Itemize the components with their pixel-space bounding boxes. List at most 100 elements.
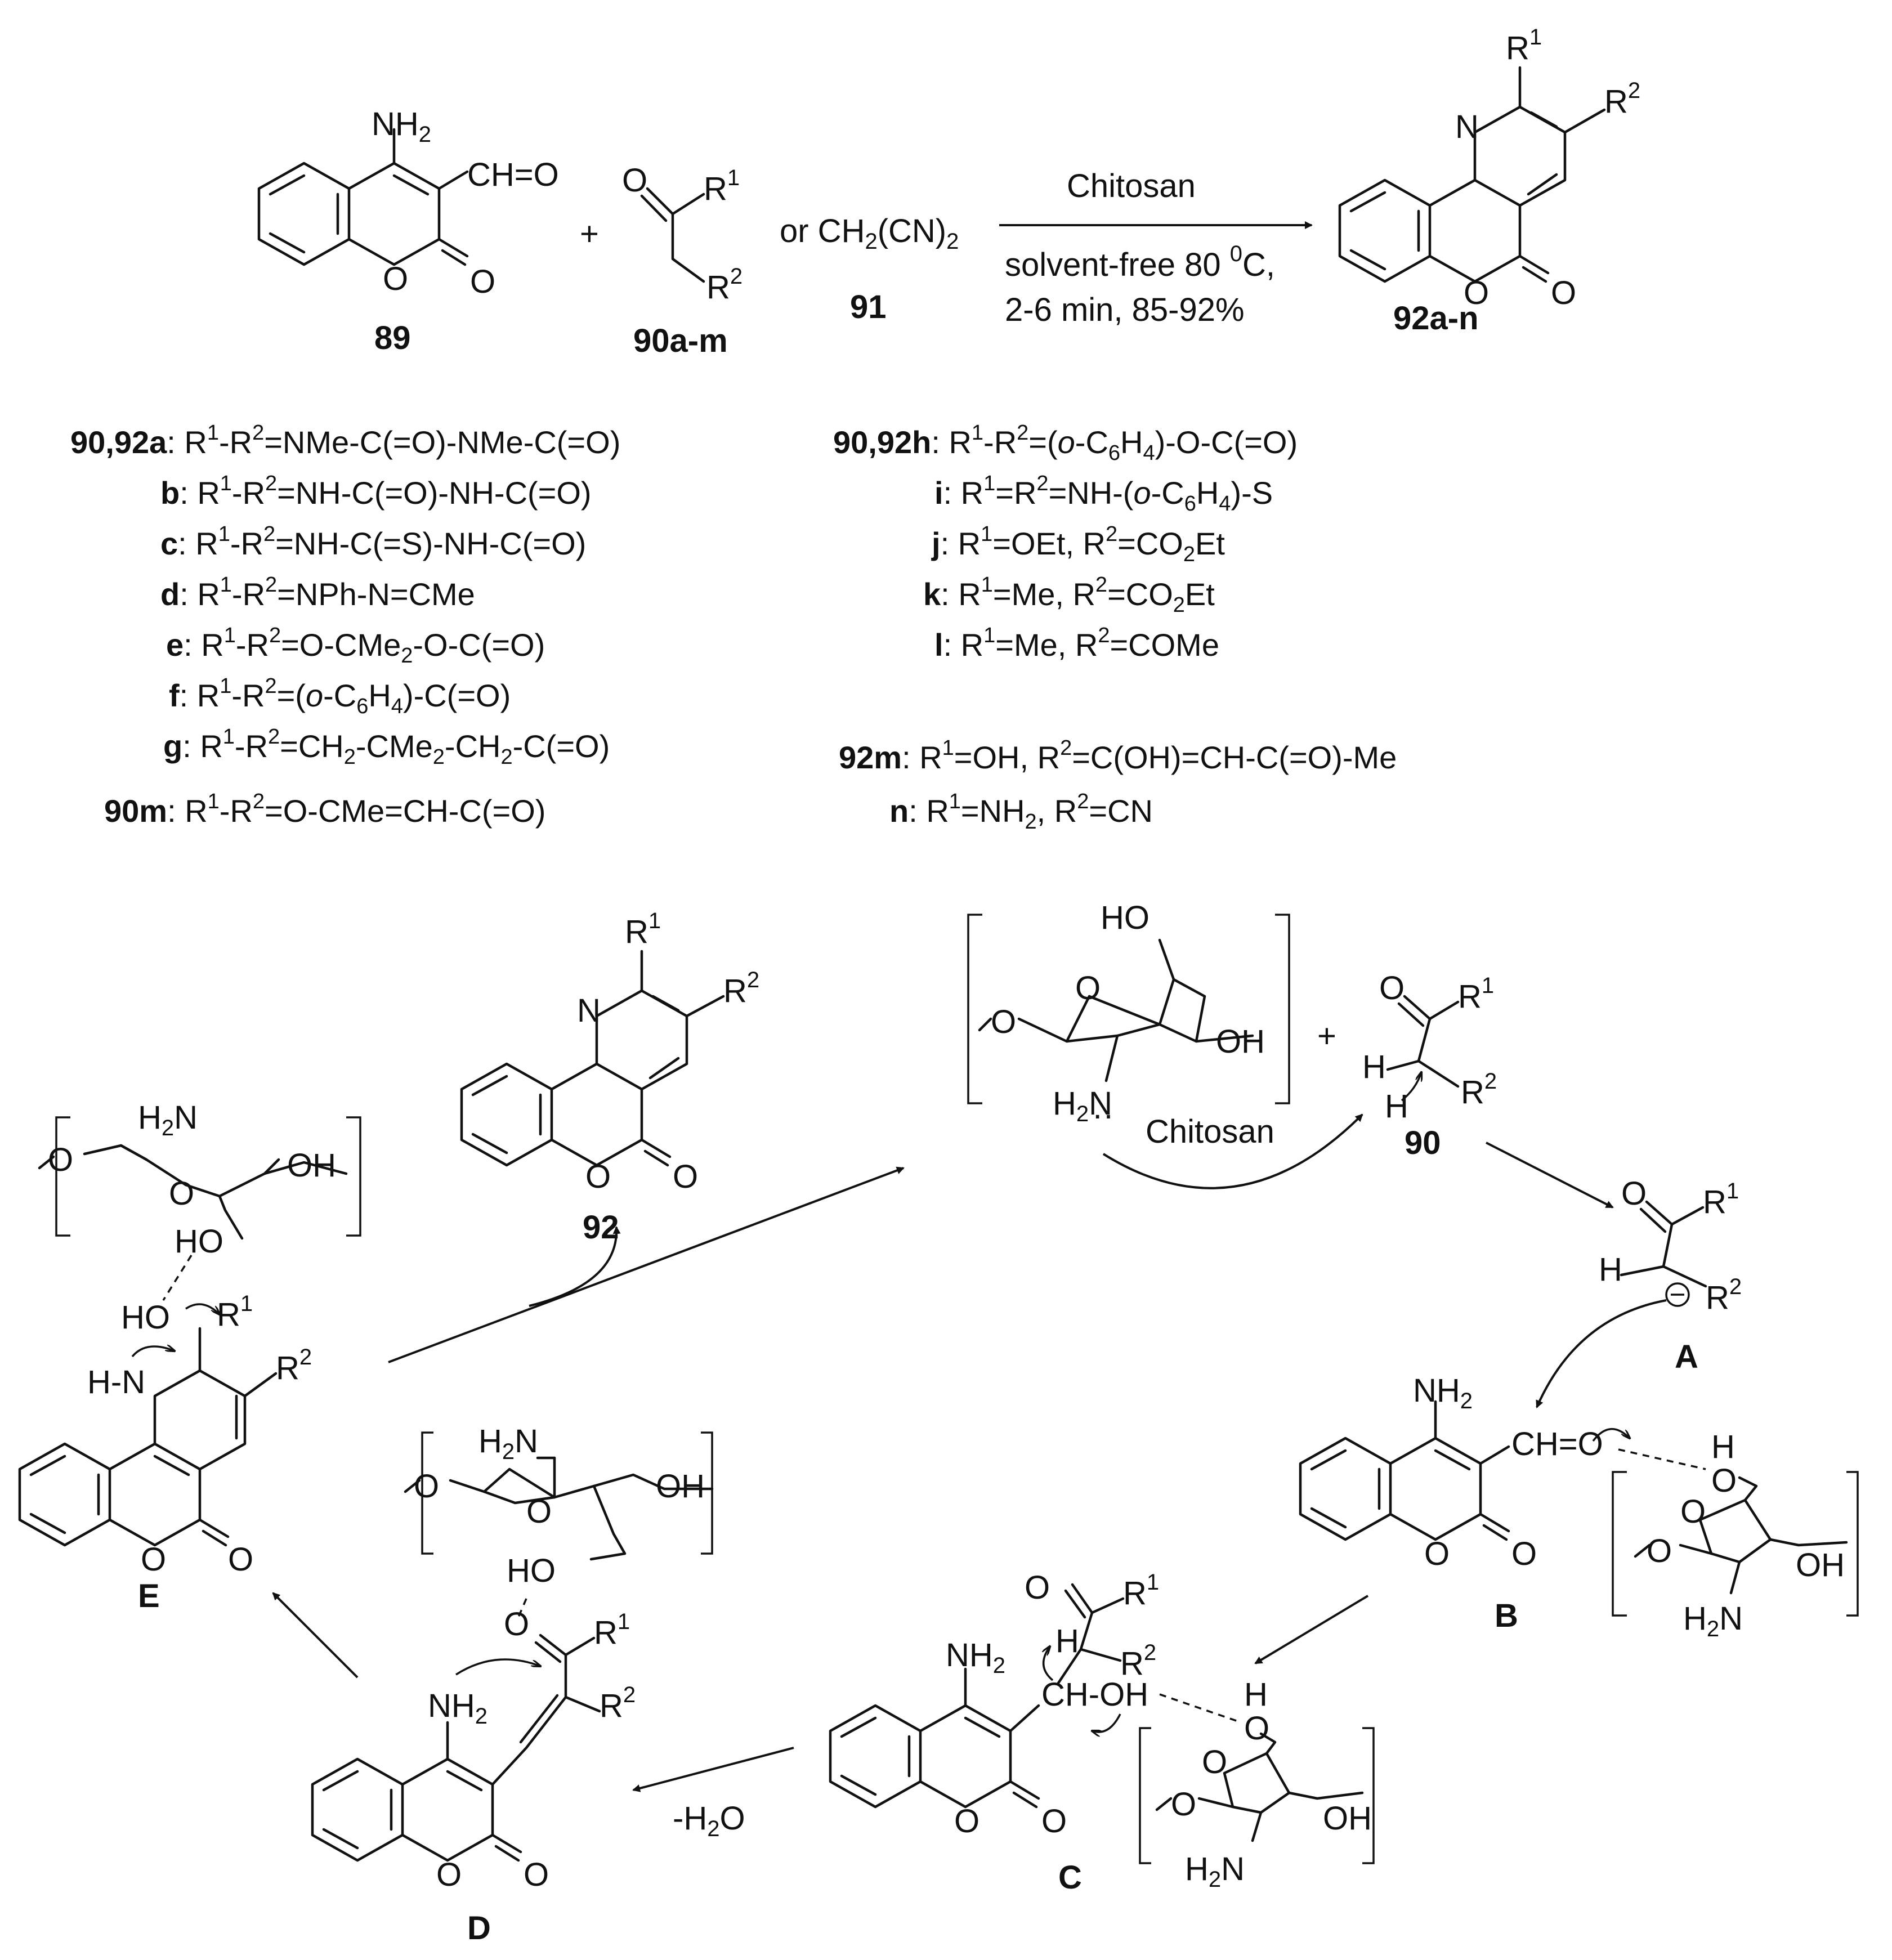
product-r2: R2 [1604,78,1640,120]
ketone-h1-90: H [1362,1049,1386,1085]
b-chito-nh2: H2N [1683,1600,1743,1641]
c-r2: R2 [1120,1640,1156,1682]
e-r2: R2 [276,1345,312,1386]
legend-row-c: c: R1-R2=NH-C(=S)-NH-C(=O) [160,522,586,561]
compound-91-label: 91 [850,289,887,325]
ketone-r2-90: R2 [1461,1069,1497,1111]
legend-row-b: b: R1-R2=NH-C(=O)-NH-C(=O) [160,472,592,511]
conditions-line-2: 2-6 min, 85-92% [1005,292,1245,328]
compound-90-label: 90a-m [633,323,728,359]
e-chito-ring-o: O [169,1175,194,1212]
label-E: E [138,1578,160,1614]
nh2-group: NH2 [372,106,431,147]
mechanism-90-label: 90 [1405,1125,1441,1161]
legend-right: 90,92h: R1-R2=(o-C6H4)-O-C(=O) i: R1=R2=… [833,421,1397,834]
c-chito-o1: O [1171,1786,1196,1823]
chitosan-top: O O HO OH H2N ·· Chitosan [967,900,1290,1150]
pyridine-nitrogen: N [1455,109,1479,145]
aldehyde-group: CH=O [467,156,559,193]
compound-89-label: 89 [374,320,411,356]
e-chito-ho: HO [175,1223,223,1260]
chitosan-top-oh: OH [1216,1023,1265,1060]
malononitrile-text: or CH2(CN)2 [780,213,959,254]
arrow-90-to-A [1486,1142,1614,1209]
label-C: C [1058,1859,1082,1896]
legend-row-f: f: R1-R2=(o-C6H4)-C(=O) [169,674,511,718]
product-92-structure: N R1 R2 O O [1338,25,1640,311]
intermediate-D: NH2 O R1 R2 O O HO O O OH H2N [311,1423,714,1893]
d-chito-o1: O [414,1468,439,1505]
legend-row-k: k: R1=Me, R2=CO2Et [923,573,1215,617]
e-chito-oh: OH [287,1147,336,1184]
arrow-B-to-C [1254,1595,1369,1664]
c-chito-nh2: H2N [1185,1851,1245,1892]
legend-row-h: 90,92h: R1-R2=(o-C6H4)-O-C(=O) [833,421,1298,465]
legend-row-g: g: R1-R2=CH2-CMe2-CH2-C(=O) [163,725,610,769]
label-B: B [1495,1597,1518,1634]
d-chito-ring-o: O [526,1493,552,1530]
legend-row-m90: 90m: R1-R2=O-CMe=CH-C(=O) [104,790,545,829]
legend-row-n: n: R1=NH2, R2=CN [889,790,1153,834]
product-r1: R1 [1506,25,1542,66]
chitosan-top-link-o: O [991,1004,1016,1040]
ring-oxygen: O [383,261,408,297]
legend-row-e: e: R1-R2=O-CMe2-O-C(=O) [166,624,545,668]
a-h: H [1599,1251,1622,1288]
c-nh2: NH2 [946,1637,1005,1678]
product-ring-oxygen: O [1464,275,1489,311]
b-chito-oh: OH [1796,1547,1845,1583]
deprotonation-arrow [1102,1113,1363,1189]
ketone-h2-90: H [1385,1088,1408,1125]
legend-row-i: i: R1=R2=NH-(o-C6H4)-S [934,472,1273,516]
intermediate-B: NH2 CH=O O O H O O O OH H2N [1299,1372,1859,1641]
b-carbonyl-o: O [1511,1536,1537,1572]
o-ring-92: O [585,1158,611,1195]
n-92: N [577,992,601,1029]
c-ring-o: O [954,1803,979,1840]
a-o: O [1621,1175,1647,1212]
d-r2: R2 [600,1682,636,1724]
a-r2: R2 [1706,1274,1742,1316]
r2-92: R2 [723,968,759,1009]
compound-90-structure: O R1 R2 [622,162,743,306]
arrow-E-to-chitosan [388,1166,905,1363]
d-carbonyl-o: O [524,1856,549,1893]
legend-row-m92: 92m: R1=OH, R2=C(OH)=CH-C(=O)-Me [839,736,1397,775]
legend-row-d: d: R1-R2=NPh-N=CMe [160,573,475,612]
e-ring-o: O [141,1541,166,1578]
d-chito-oh: OH [656,1468,705,1505]
d-ketone-o: O [504,1606,529,1643]
catalyst-label: Chitosan [1067,168,1196,204]
legend-left: 90,92a: R1-R2=NMe-C(=O)-NMe-C(=O) b: R1-… [70,421,620,829]
release-product-arrow [529,1226,621,1307]
label-D: D [467,1910,491,1946]
intermediate-A: O R1 R2 H [1599,1175,1742,1316]
c-ketone-o: O [1025,1569,1050,1606]
b-chito-o1: O [1647,1533,1672,1569]
e-carbonyl-o: O [228,1541,253,1578]
e-chito-o1: O [48,1142,73,1178]
o-carbonyl-92: O [673,1158,698,1195]
b-h: H [1711,1429,1735,1465]
c-chito-o: O [1244,1710,1269,1747]
c-h: H [1055,1623,1079,1659]
product-label: 92a-n [1393,300,1479,337]
c-chito-ring-o: O [1202,1744,1227,1780]
legend-row-j: j: R1=OEt, R2=CO2Et [931,522,1225,566]
ketone-o-90: O [1379,970,1405,1006]
carbanion-attack-arrow [1536,1299,1667,1408]
chitosan-top-ring-o: O [1075,970,1101,1006]
plus-sign: + [580,216,599,252]
d-r1: R1 [594,1609,630,1651]
intermediate-C: NH2 CH-OH O R1 R2 H O O H O O O OH H2N [829,1569,1375,1892]
b-cho: CH=O [1511,1426,1603,1462]
b-chito-ring-o: O [1680,1493,1706,1530]
c-chito-h: H [1244,1676,1268,1713]
c-carbonyl-o: O [1041,1803,1067,1840]
b-o: O [1711,1462,1737,1499]
d-nh2: NH2 [428,1688,487,1729]
lone-pair: ·· [1092,1097,1114,1133]
e-chito-nh2: H2N [138,1099,198,1140]
e-hn: H-N [87,1364,145,1400]
